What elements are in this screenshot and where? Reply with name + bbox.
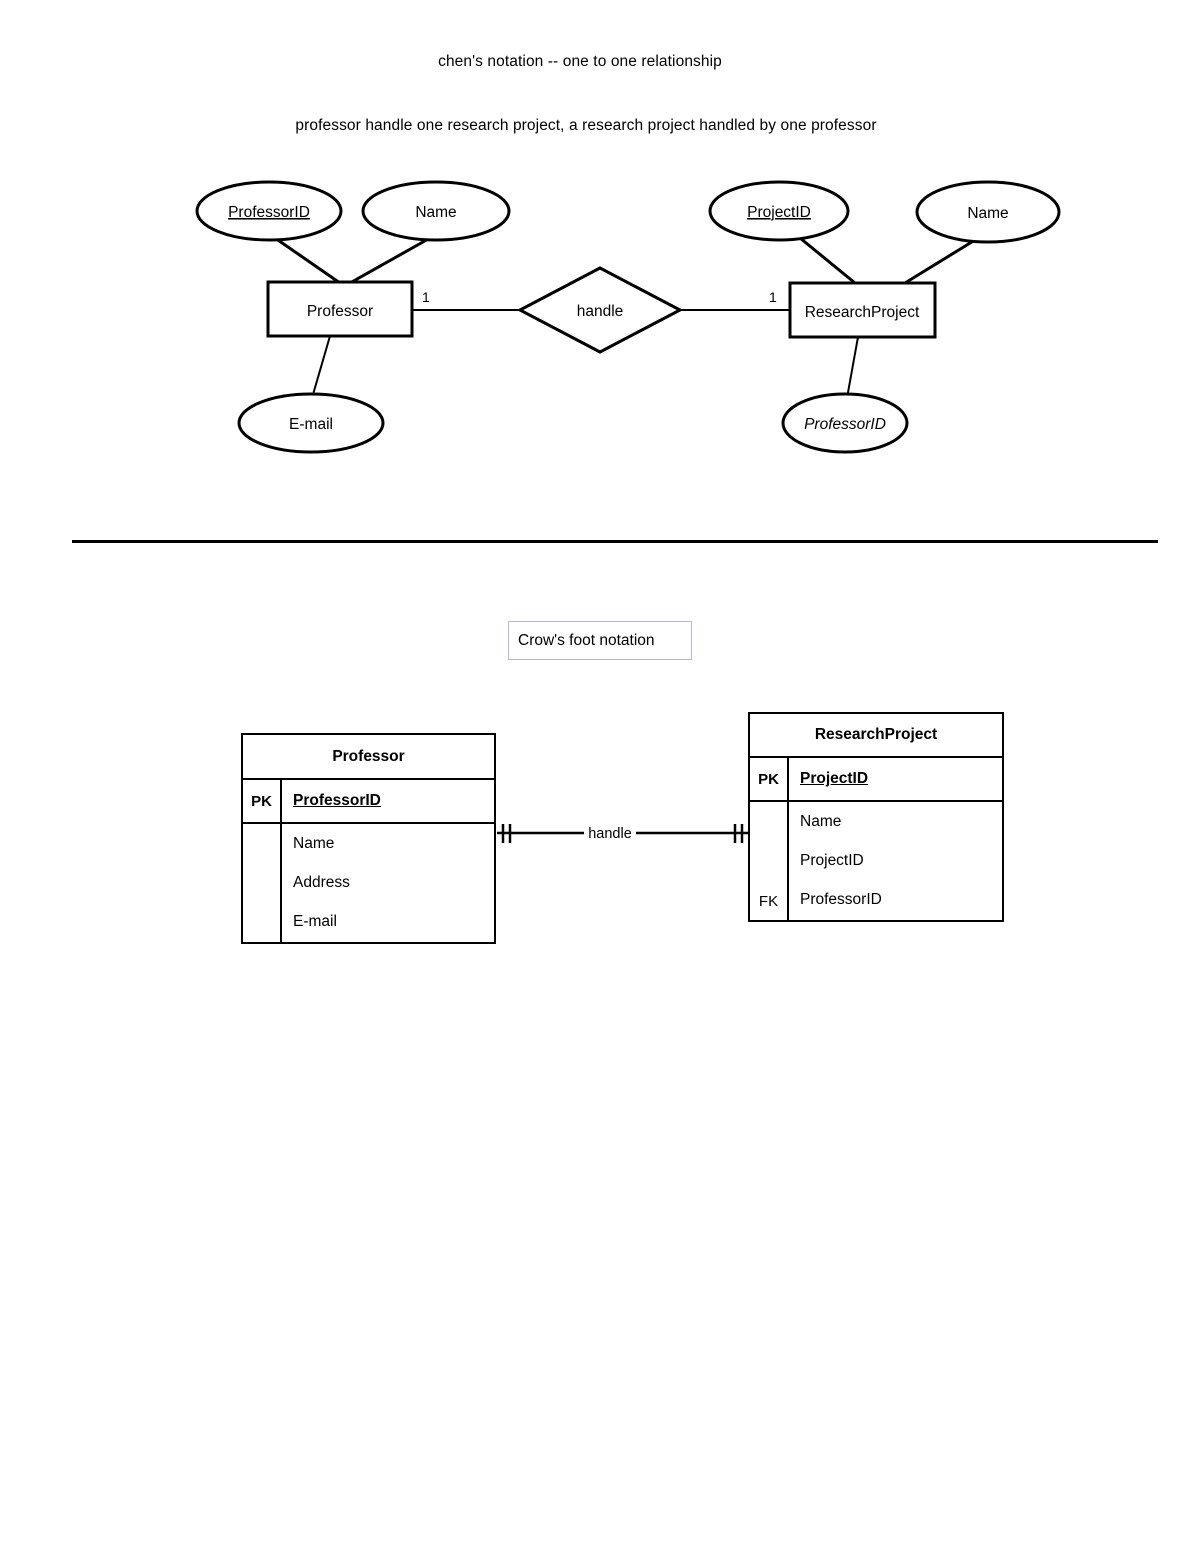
pk-badge-researchproject: PK — [750, 758, 789, 800]
table-row: Name — [800, 812, 842, 830]
entity-label-professor: Professor — [307, 303, 373, 320]
field-column-professor: Name Address E-mail — [282, 824, 494, 942]
attribute-label-email: E-mail — [289, 416, 333, 433]
connector-label-backdrop — [584, 822, 636, 844]
table-row: Name — [293, 834, 335, 852]
table-body-professor: Name Address E-mail — [243, 824, 494, 942]
table-title-researchproject: ResearchProject — [750, 714, 1002, 758]
crowsfoot-notation-label: Crow's foot notation — [518, 632, 655, 649]
entity-researchproject: ResearchProject — [788, 281, 937, 339]
attribute-ellipse-professor-name: Name — [361, 180, 511, 242]
relationship-diamond-handle: handle — [516, 266, 684, 354]
chen-notation-title: chen's notation -- one to one relationsh… — [438, 53, 722, 70]
edge-name-professor — [349, 236, 431, 285]
edge-professor-email — [311, 335, 331, 399]
table-researchproject: ResearchProject PK ProjectID FK Name Pro… — [748, 712, 1004, 922]
attribute-ellipse-project-name: Name — [915, 180, 1061, 244]
connector-label-handle: handle — [588, 826, 632, 842]
entity-professor: Professor — [266, 280, 414, 338]
cardinality-right: 1 — [769, 289, 777, 305]
attribute-ellipse-professorid: ProfessorID — [195, 180, 343, 242]
cardinality-left: 1 — [422, 289, 430, 305]
crowsfoot-notation-label-box: Crow's foot notation — [508, 621, 692, 660]
field-column-researchproject: Name ProjectID ProfessorID — [789, 802, 1002, 920]
table-row: E-mail — [293, 913, 337, 931]
attribute-label-professorid: ProfessorID — [228, 204, 310, 221]
fk-badge-researchproject: FK — [750, 802, 789, 920]
pk-field-professor: ProfessorID — [293, 792, 381, 809]
key-column-professor — [243, 824, 282, 942]
table-body-researchproject: FK Name ProjectID ProfessorID — [750, 802, 1002, 920]
pk-field-researchproject: ProjectID — [800, 770, 869, 787]
table-professor: Professor PK ProfessorID Name Address E-… — [241, 733, 496, 944]
attribute-label-projectid: ProjectID — [747, 204, 811, 221]
table-row: ProfessorID — [800, 891, 882, 909]
table-row-pk-professor: PK ProfessorID — [243, 780, 494, 824]
table-row: ProjectID — [800, 851, 864, 869]
table-row: Address — [293, 873, 350, 891]
entity-label-researchproject: ResearchProject — [805, 304, 920, 321]
chen-notation-diagram: ProfessorID Name ProjectID Name E-mail P… — [195, 180, 1061, 454]
section-divider — [72, 540, 1158, 543]
relationship-label-handle: handle — [577, 303, 624, 320]
edge-name-researchproject — [904, 238, 976, 285]
table-title-professor: Professor — [243, 735, 494, 780]
chen-notation-subtitle: professor handle one research project, a… — [295, 117, 877, 134]
edge-professorid-professor — [274, 236, 341, 285]
attribute-label-professor-name: Name — [415, 204, 456, 221]
attribute-label-project-name: Name — [967, 205, 1008, 222]
table-row-pk-researchproject: PK ProjectID — [750, 758, 1002, 802]
pk-badge-professor: PK — [243, 780, 282, 822]
attribute-ellipse-email: E-mail — [237, 392, 385, 454]
edge-projectid-researchproject — [799, 236, 856, 285]
attribute-ellipse-professorid-fk: ProfessorID — [781, 392, 909, 454]
edge-researchproject-professorid — [846, 336, 859, 399]
attribute-ellipse-projectid: ProjectID — [708, 180, 850, 242]
attribute-label-professorid-fk: ProfessorID — [804, 416, 886, 433]
crowsfoot-relationship-connector: handle — [497, 822, 748, 844]
